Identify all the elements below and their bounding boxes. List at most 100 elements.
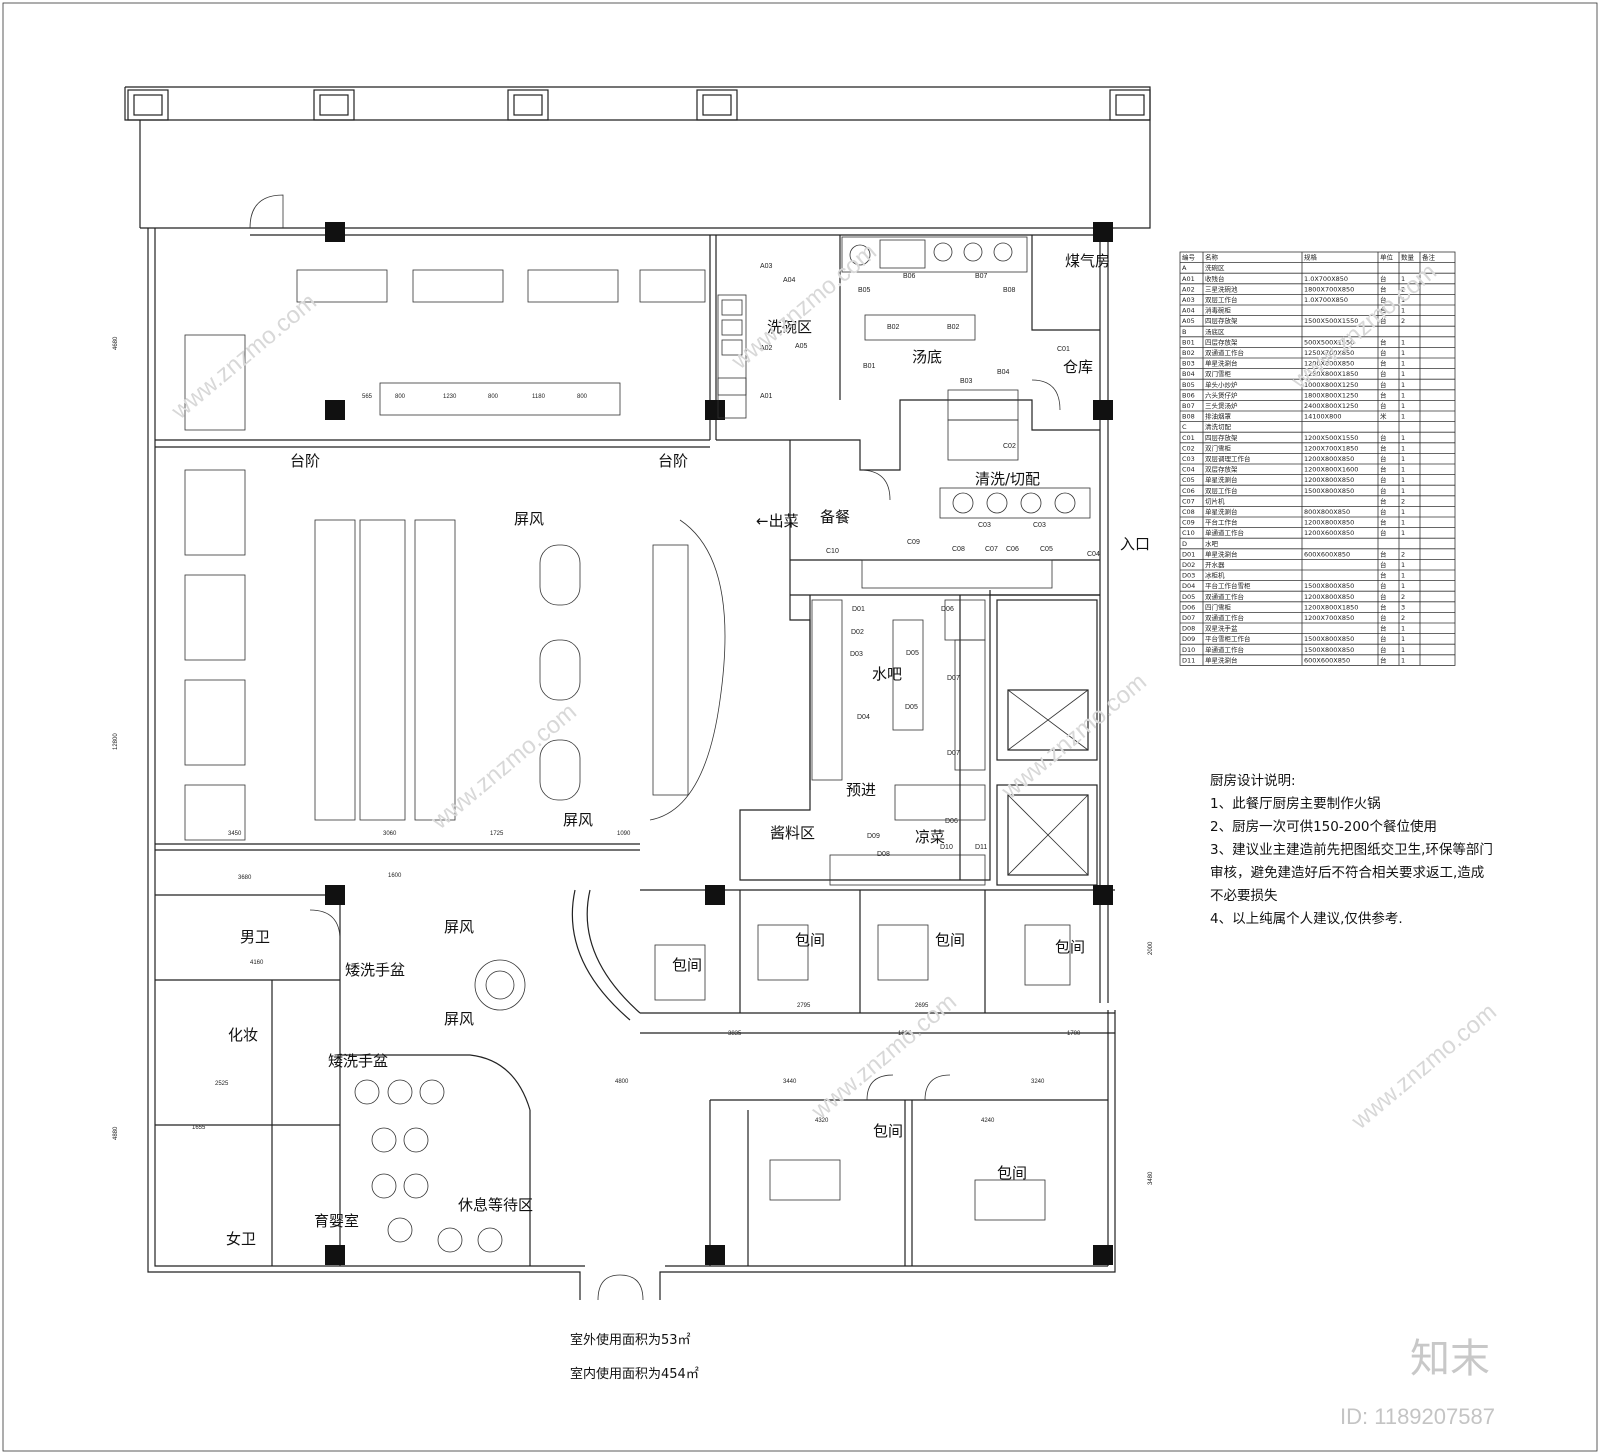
equipment-code: A05 [795, 343, 808, 350]
table-cell: 1200X800X850 [1304, 455, 1354, 463]
table-cell: 排油烟罩 [1205, 412, 1232, 421]
dimension-label: 4160 [250, 960, 264, 966]
dimension-label: 1180 [532, 394, 546, 400]
dimension-label: 3240 [1031, 1079, 1045, 1085]
dimension-label: 3440 [783, 1079, 797, 1085]
table-cell: 1200X800X1600 [1304, 466, 1358, 474]
table-cell: 三星洗碗池 [1205, 284, 1238, 293]
screen-3-label: 屏风 [444, 918, 474, 936]
table-cell: 台 [1380, 348, 1387, 357]
dimension-label: 4880 [113, 1126, 119, 1140]
equipment-code: D06 [941, 606, 954, 613]
equipment-code: D01 [852, 606, 865, 613]
table-cell: 台 [1380, 624, 1387, 633]
equipment-code: C02 [1003, 443, 1016, 450]
table-cell: 2 [1401, 614, 1405, 622]
table-cell: 1500X800X850 [1304, 487, 1354, 495]
table-cell: A05 [1182, 317, 1195, 325]
table-cell: 1 [1401, 360, 1405, 368]
table-cell: 台 [1380, 518, 1387, 527]
table-cell: 双层存放架 [1205, 465, 1238, 474]
equipment-code: B07 [975, 273, 988, 280]
equipment-code: D04 [857, 714, 870, 721]
table-cell: D02 [1182, 561, 1195, 569]
table-cell: 双门雪柜 [1205, 369, 1232, 378]
table-cell: 平台工作台雪柜 [1205, 581, 1251, 590]
table-cell: 2 [1401, 593, 1405, 601]
table-cell: B04 [1182, 370, 1195, 378]
table-cell: 冰柜机 [1205, 571, 1225, 580]
table-cell: D01 [1182, 550, 1195, 558]
equipment-code: C06 [1006, 546, 1019, 553]
dimension-label: 4680 [113, 336, 119, 350]
table-cell: D10 [1182, 646, 1195, 654]
equipment-code: C01 [1057, 346, 1070, 353]
table-cell: 2 [1401, 317, 1405, 325]
table-cell: 台 [1380, 274, 1387, 283]
watermark-id: ID: 1189207587 [1340, 1404, 1495, 1429]
table-cell: 1 [1401, 296, 1405, 304]
table-cell: 台 [1380, 571, 1387, 580]
table-cell: 1200X800X850 [1304, 593, 1354, 601]
screen-1-label: 屏风 [514, 510, 544, 528]
table-cell: C07 [1182, 497, 1195, 505]
dimension-label: 1700 [1067, 1031, 1081, 1037]
table-cell: C02 [1182, 444, 1195, 452]
waiting-area-label: 休息等待区 [458, 1196, 533, 1214]
table-cell: 双层调理工作台 [1205, 454, 1251, 463]
note-line-3: 3、建议业主建造前先把图纸交卫生,环保等部门 [1210, 841, 1493, 858]
table-cell: 洗碗区 [1205, 263, 1225, 272]
table-cell: 台 [1380, 602, 1387, 611]
table-cell: D04 [1182, 582, 1195, 590]
table-cell: 1 [1401, 582, 1405, 590]
equipment-code: B01 [863, 363, 876, 370]
wash-basin-1-label: 矮洗手盆 [345, 961, 405, 979]
dimension-label: 1805 [898, 1031, 912, 1037]
kitchen-equipment [717, 236, 1091, 886]
table-cell: 1 [1401, 625, 1405, 633]
table-cell: 2 [1401, 497, 1405, 505]
watermark-site-7: www.znzmo.com [1346, 998, 1502, 1135]
table-cell: B02 [1182, 349, 1195, 357]
columns [325, 222, 1113, 1265]
dimension-label: 800 [577, 394, 588, 400]
pre-entry-label: 预进 [846, 781, 876, 799]
equipment-code: D11 [975, 844, 987, 851]
room-labels: 洗碗区汤底煤气房仓库清洗/切配备餐←出菜入口水吧预进酱料区凉菜台阶台阶屏风屏风屏… [226, 252, 1150, 1248]
table-cell: B01 [1182, 338, 1195, 346]
table-cell: 台 [1380, 369, 1387, 378]
private-4-label: 包间 [1055, 938, 1085, 956]
table-cell: 双门雪柜 [1205, 443, 1232, 452]
table-cell: 汤底区 [1205, 327, 1225, 336]
outdoor-terrace [124, 86, 1151, 229]
table-cell: 四层存放架 [1205, 433, 1238, 442]
table-header-cell: 单位 [1380, 253, 1394, 262]
table-cell: B06 [1182, 391, 1195, 399]
table-cell: 1800X800X1250 [1304, 391, 1358, 399]
table-cell: 1250X700X850 [1304, 349, 1354, 357]
washing-area-label: 洗碗区 [767, 318, 812, 336]
dimension-label: 1600 [388, 873, 402, 879]
private-1-label: 包间 [672, 956, 702, 974]
makeup-label: 化妆 [228, 1026, 258, 1044]
doors [249, 194, 1061, 1301]
table-cell: 台 [1380, 433, 1387, 442]
dimension-label: 4320 [815, 1118, 829, 1124]
table-cell: B03 [1182, 360, 1195, 368]
table-cell: 台 [1380, 496, 1387, 505]
table-cell: 台 [1380, 634, 1387, 643]
table-cell: 1200X800X850 [1304, 519, 1354, 527]
dimension-label: 4240 [981, 1118, 995, 1124]
table-cell: 双通道工作台 [1205, 348, 1244, 357]
equipment-code: B03 [960, 378, 973, 385]
table-cell: 台 [1380, 507, 1387, 516]
note-line-5: 不必要损失 [1210, 888, 1278, 904]
table-cell: 单通道工作台 [1205, 528, 1244, 537]
table-cell: 台 [1380, 401, 1387, 410]
table-cell: C09 [1182, 519, 1195, 527]
table-cell: 双层工作台 [1205, 295, 1238, 304]
table-cell: 1 [1401, 402, 1405, 410]
table-cell: C03 [1182, 455, 1195, 463]
